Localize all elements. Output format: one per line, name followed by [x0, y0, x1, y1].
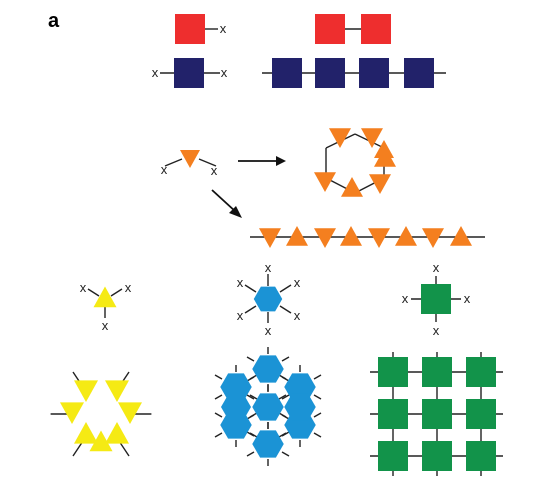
- navy-chain-unit: [404, 58, 434, 88]
- lattice-spoke: [278, 394, 287, 400]
- end-marker: x: [237, 275, 244, 290]
- arrow-shaft: [211, 189, 237, 213]
- bond-line: [279, 284, 292, 293]
- orange-chain-unit: [286, 226, 308, 246]
- green-lattice-unit: [378, 441, 408, 471]
- navy-chain-unit: [315, 58, 345, 88]
- green-lattice-unit: [466, 399, 496, 429]
- end-marker: x: [265, 323, 272, 338]
- yellow-monomer: [93, 286, 117, 308]
- lattice-spoke: [281, 394, 290, 400]
- blue-lattice-unit: [284, 393, 316, 421]
- lattice-spoke: [278, 374, 287, 380]
- end-marker: x: [237, 308, 244, 323]
- orange-monomer: [180, 150, 200, 168]
- end-marker: x: [125, 280, 132, 295]
- orange-chain-unit: [395, 226, 417, 246]
- orange-ring-unit: [374, 140, 394, 158]
- green-lattice-unit: [422, 357, 452, 387]
- end-marker: x: [152, 65, 159, 80]
- navy-monomer: [174, 58, 204, 88]
- lattice-spoke: [313, 374, 322, 380]
- end-marker: x: [80, 280, 87, 295]
- navy-chain-unit: [272, 58, 302, 88]
- end-marker: x: [433, 260, 440, 275]
- end-marker: x: [294, 275, 301, 290]
- orange-chain-unit: [259, 228, 281, 248]
- lattice-spoke: [214, 432, 223, 438]
- red-monomer: [175, 14, 205, 44]
- lattice-spoke: [278, 412, 287, 418]
- end-marker: x: [161, 162, 168, 177]
- lattice-spoke: [313, 432, 322, 438]
- bond-line: [110, 288, 123, 297]
- lattice-spoke: [249, 412, 258, 418]
- arrow-head: [229, 206, 242, 218]
- end-marker: x: [220, 21, 227, 36]
- lattice-spoke: [249, 394, 258, 400]
- orange-chain-unit: [340, 226, 362, 246]
- orange-chain-unit: [422, 228, 444, 248]
- bond-line: [198, 158, 217, 167]
- lattice-spoke: [249, 374, 258, 380]
- arrow-head: [276, 156, 286, 166]
- green-lattice-unit: [466, 357, 496, 387]
- yellow-ring-unit: [118, 402, 142, 424]
- lattice-spoke: [214, 394, 223, 400]
- green-lattice-unit: [422, 399, 452, 429]
- red-dimer-unit: [315, 14, 345, 44]
- green-lattice-unit: [422, 441, 452, 471]
- lattice-spoke: [281, 451, 290, 457]
- end-marker: x: [102, 318, 109, 333]
- lattice-spoke: [246, 431, 255, 437]
- yellow-ring-unit: [60, 402, 84, 424]
- yellow-ring-unit: [105, 380, 129, 402]
- lattice-spoke: [246, 451, 255, 457]
- green-monomer: [421, 284, 451, 314]
- bond-line: [164, 158, 183, 167]
- lattice-spoke: [313, 394, 322, 400]
- bond-line: [279, 305, 292, 314]
- end-marker: x: [221, 65, 228, 80]
- green-lattice-unit: [466, 441, 496, 471]
- blue-lattice-unit: [252, 393, 284, 421]
- lattice-spoke: [281, 431, 290, 437]
- end-marker: x: [211, 163, 218, 178]
- green-lattice-unit: [378, 399, 408, 429]
- lattice-spoke: [214, 412, 223, 418]
- end-marker: x: [464, 291, 471, 306]
- navy-chain-unit: [359, 58, 389, 88]
- end-marker: x: [402, 291, 409, 306]
- orange-chain-unit: [314, 228, 336, 248]
- lattice-spoke: [313, 412, 322, 418]
- orange-chain-unit: [450, 226, 472, 246]
- lattice-spoke: [246, 394, 255, 400]
- red-dimer-unit: [361, 14, 391, 44]
- green-lattice-unit: [378, 357, 408, 387]
- yellow-ring-unit: [74, 380, 98, 402]
- blue-lattice-unit: [252, 355, 284, 383]
- yellow-ring-unit: [105, 422, 129, 444]
- lattice-spoke: [281, 356, 290, 362]
- lattice-spoke: [214, 374, 223, 380]
- bond-line: [244, 305, 257, 314]
- bond-line: [87, 288, 100, 297]
- bond-line: [244, 284, 257, 293]
- blue-lattice-unit: [252, 430, 284, 458]
- blue-monomer: [253, 286, 283, 312]
- orange-chain-unit: [368, 228, 390, 248]
- end-marker: x: [265, 260, 272, 275]
- panel-label: a: [48, 10, 60, 32]
- lattice-spoke: [246, 356, 255, 362]
- end-marker: x: [433, 323, 440, 338]
- end-marker: x: [294, 308, 301, 323]
- yellow-ring-unit: [74, 422, 98, 444]
